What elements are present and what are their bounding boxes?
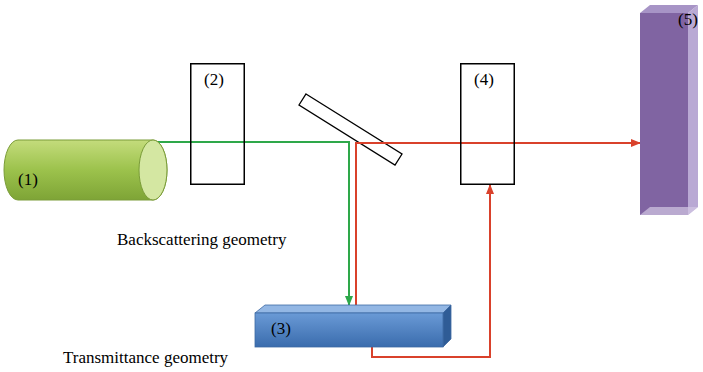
detector-block: (5) [638,3,700,217]
sample-block: (3) [253,303,453,349]
beam-path [460,142,640,144]
node-shape [638,3,700,217]
filter-box: (4) [460,63,515,185]
geometry-label: Backscattering geometry [117,231,286,250]
node-shape [3,139,171,201]
callout-number: (5) [678,11,698,30]
beam-path [356,143,460,305]
callout-number: (1) [18,171,38,190]
callout-number: (2) [204,71,224,90]
mirror-plate [299,94,402,165]
geometry-label: Transmittance geometry [63,349,228,368]
callout-number: (3) [271,320,291,339]
laser-source: (1) [3,139,171,201]
beam-path [190,142,349,305]
filter-box: (2) [190,63,245,185]
callout-number: (4) [474,71,494,90]
